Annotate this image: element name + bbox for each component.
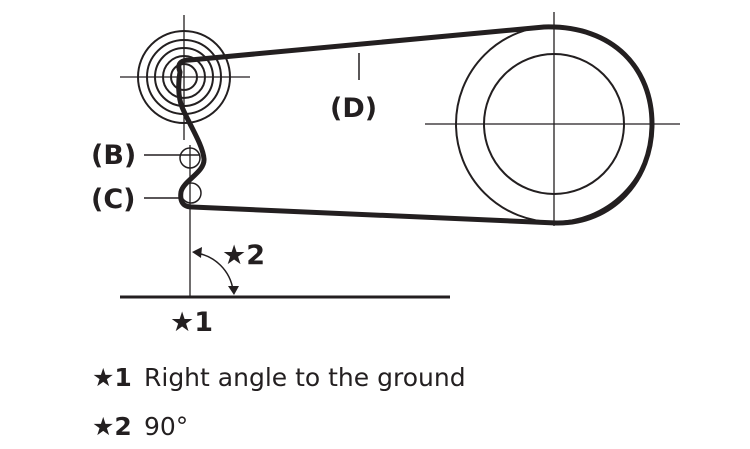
tensioner-center-lines (120, 15, 250, 140)
label-star2: ★2 (222, 240, 265, 271)
sprocket-center-lines (425, 12, 680, 226)
right-angle-arc (195, 252, 234, 291)
arc-arrowhead-top (192, 247, 202, 258)
chain-loop (176, 24, 655, 226)
label-star1: ★1 (170, 307, 213, 338)
legend-row-1: ★1 Right angle to the ground (92, 360, 466, 394)
arc-arrowhead-bottom (228, 286, 239, 295)
legend-key-2: ★2 (92, 411, 132, 441)
legend-text-1: Right angle to the ground (144, 362, 466, 392)
point-c-circle (180, 182, 202, 204)
label-d: (D) (330, 93, 377, 124)
leader-lines (144, 53, 360, 199)
legend-key-1: ★1 (92, 362, 132, 392)
label-b: (B) (91, 140, 136, 171)
legend-text-2: 90° (144, 411, 189, 441)
legend-row-2: ★2 90° (92, 409, 188, 443)
label-c: (C) (91, 184, 136, 215)
